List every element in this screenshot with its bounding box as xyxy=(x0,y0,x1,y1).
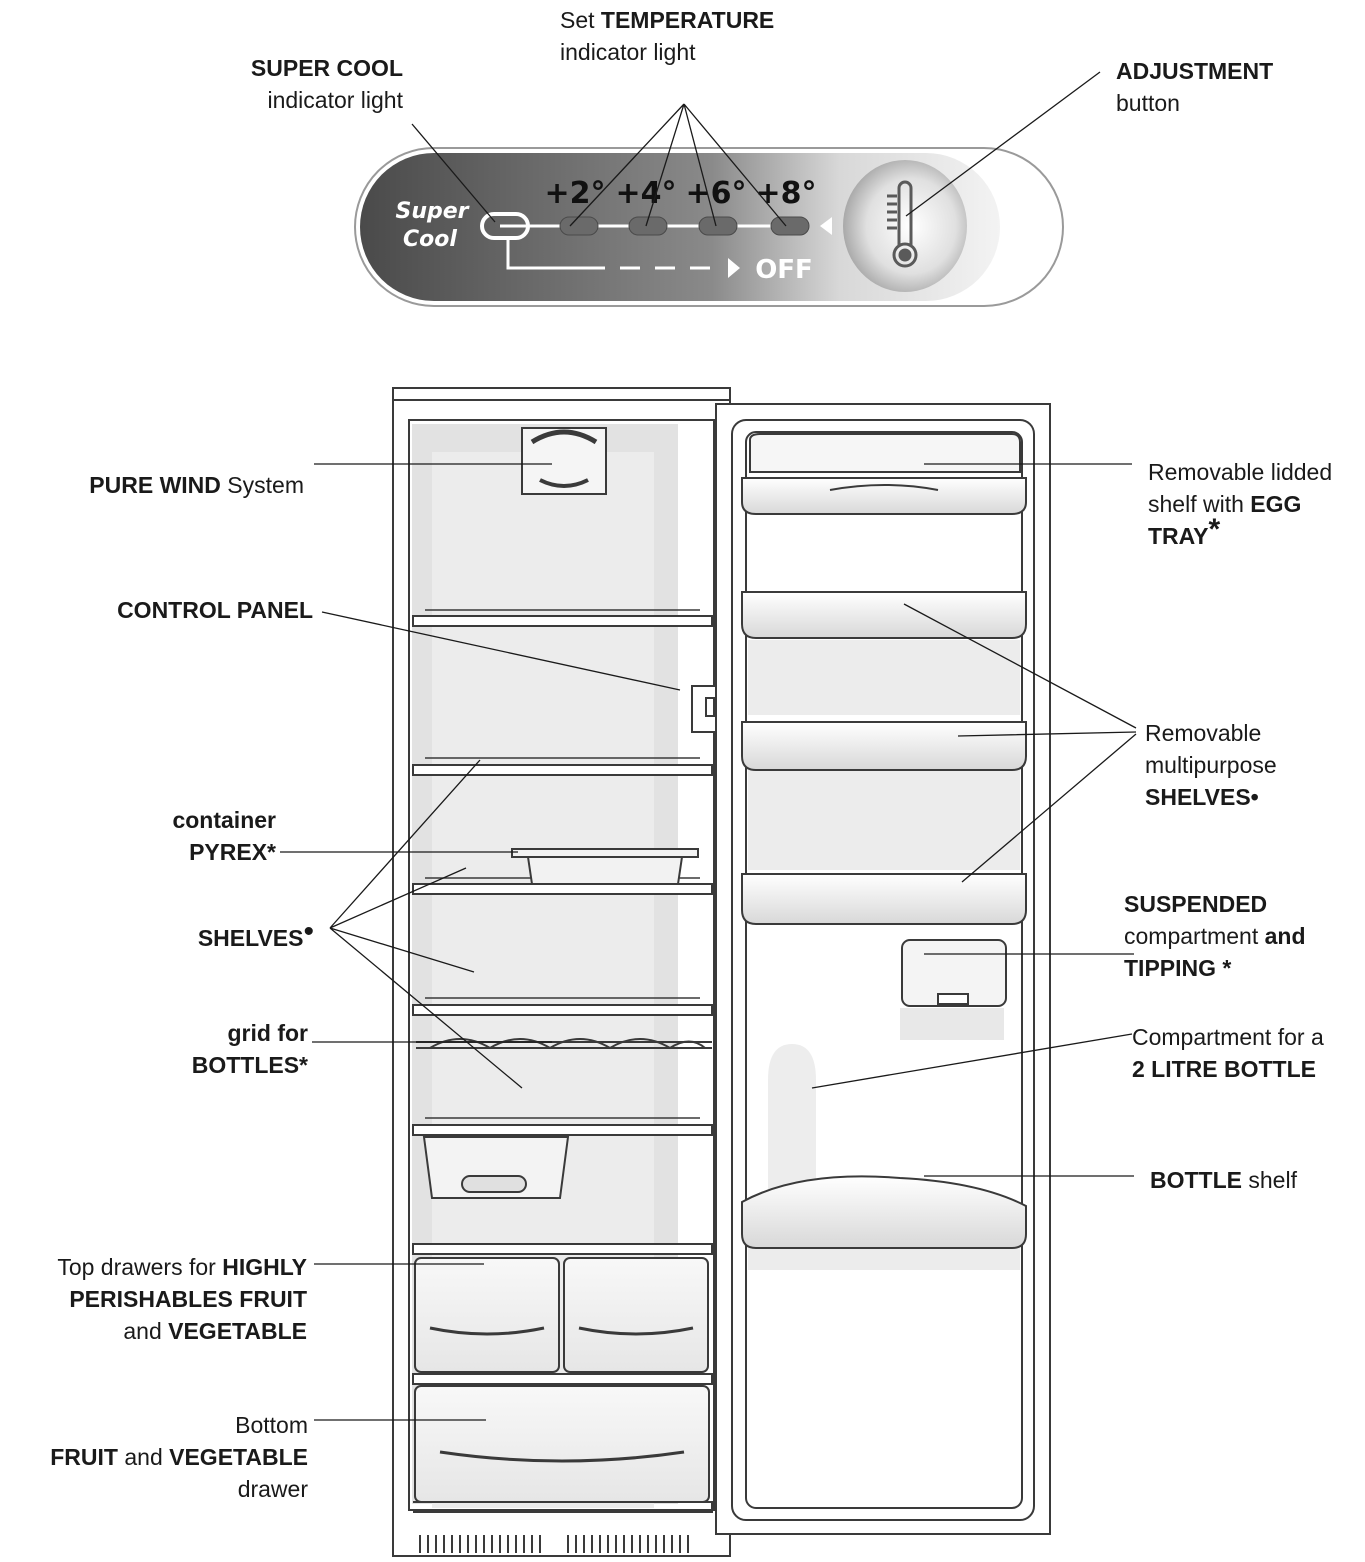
top-drawers-label: Top drawers for HIGHLY PERISHABLES FRUIT… xyxy=(57,1251,307,1347)
bottle-compartment-bold: 2 LITRE BOTTLE xyxy=(1132,1056,1316,1082)
fridge-cabinet xyxy=(392,387,731,1557)
bottle-shelf-label: BOTTLE shelf xyxy=(1150,1164,1297,1196)
temperature-lights xyxy=(559,216,810,236)
lidded-shelf-label: Removable lidded shelf with EGG TRAY* xyxy=(1148,456,1332,552)
bottom-drawer-label: Bottom FRUIT and VEGETABLE drawer xyxy=(50,1409,308,1505)
thermometer-icon xyxy=(887,180,918,268)
pure-wind-label: PURE WIND System xyxy=(89,469,304,501)
bottom-drawer-bold1: FRUIT xyxy=(50,1444,118,1470)
grid-bold: BOTTLES* xyxy=(191,1052,308,1078)
top-drawers-pre: Top drawers for xyxy=(57,1254,223,1280)
grid-line1: grid for xyxy=(227,1020,309,1046)
lidded-bold3: TRAY xyxy=(1148,523,1209,549)
arrow-left-icon xyxy=(820,217,832,235)
container-bold: PYREX* xyxy=(189,839,276,865)
multipurpose-shelves-label: Removable multipurpose SHELVES• xyxy=(1145,717,1277,813)
suspended-bold3: TIPPING * xyxy=(1124,955,1232,981)
multipurpose-line2: multipurpose xyxy=(1145,752,1277,778)
top-drawers-bold3: VEGETABLE xyxy=(168,1318,307,1344)
arrow-right-icon xyxy=(728,258,740,278)
set-temp-line2: indicator light xyxy=(560,39,696,65)
container-pyrex-label: container PYREX* xyxy=(172,804,276,868)
lidded-bold2: EGG xyxy=(1250,491,1302,517)
shelves-left-mark: • xyxy=(303,915,314,948)
set-temperature-label: Set TEMPERATURE indicator light xyxy=(560,4,774,68)
fridge-door xyxy=(715,403,1051,1535)
bottle-compartment-line1: Compartment for a xyxy=(1132,1024,1324,1050)
super-cool-light xyxy=(480,212,530,240)
lidded-mark: * xyxy=(1208,513,1221,546)
super-cool-bold: SUPER COOL xyxy=(250,55,403,81)
bottom-drawer-line3: drawer xyxy=(237,1476,308,1502)
suspended-compartment-label: SUSPENDED compartment and TIPPING * xyxy=(1124,888,1306,984)
adjustment-button[interactable] xyxy=(843,160,967,292)
shelves-left-bold: SHELVES xyxy=(197,925,304,951)
shelves-left-label: SHELVES• xyxy=(197,917,314,954)
multipurpose-line1: Removable xyxy=(1145,720,1262,746)
bottle-compartment-label: Compartment for a 2 LITRE BOTTLE xyxy=(1132,1021,1324,1085)
temp-2: +2° xyxy=(544,176,605,211)
control-panel-closeup: Super Cool +2° +4° +6° +8° OFF xyxy=(354,147,1064,307)
leader-lines xyxy=(280,71,1137,1421)
pure-wind-bold: PURE WIND xyxy=(89,472,221,498)
lidded-pre2: shelf with xyxy=(1148,491,1251,517)
adjustment-label: ADJUSTMENT button xyxy=(1116,55,1273,119)
suspended-bold2: and xyxy=(1264,923,1306,949)
container-line1: container xyxy=(172,807,276,833)
temp-8: +8° xyxy=(755,176,816,211)
temp-4: +4° xyxy=(615,176,676,211)
pure-wind-post: System xyxy=(220,472,304,498)
adjustment-bold: ADJUSTMENT xyxy=(1116,58,1274,84)
super-cool-line2: indicator light xyxy=(267,87,403,113)
control-panel-label: CONTROL PANEL xyxy=(117,594,313,626)
super-text: Super xyxy=(395,199,469,224)
cool-text: Cool xyxy=(403,227,457,252)
temp-6: +6° xyxy=(685,176,746,211)
adjustment-line2: button xyxy=(1116,90,1180,116)
top-drawers-pre3: and xyxy=(123,1318,169,1344)
bottle-shelf-bold: BOTTLE xyxy=(1150,1167,1242,1193)
bottom-drawer-line1: Bottom xyxy=(235,1412,308,1438)
multipurpose-bold: SHELVES• xyxy=(1145,784,1259,810)
suspended-pre2: compartment xyxy=(1124,923,1265,949)
top-drawers-bold1: HIGHLY xyxy=(222,1254,307,1280)
control-panel-bold: CONTROL PANEL xyxy=(117,597,313,623)
bottle-shelf-post: shelf xyxy=(1242,1167,1297,1193)
grid-bottles-label: grid for BOTTLES* xyxy=(192,1017,308,1081)
top-drawers-bold2: PERISHABLES FRUIT xyxy=(69,1286,307,1312)
bottom-drawer-mid: and xyxy=(117,1444,170,1470)
set-temp-bold: TEMPERATURE xyxy=(600,7,775,33)
lidded-line1: Removable lidded xyxy=(1148,459,1333,485)
set-temp-pre: Set xyxy=(560,7,601,33)
bottom-drawer-bold2: VEGETABLE xyxy=(169,1444,308,1470)
super-cool-label: SUPER COOL indicator light xyxy=(251,52,403,116)
off-text: OFF xyxy=(755,255,813,285)
suspended-bold1: SUSPENDED xyxy=(1124,891,1268,917)
